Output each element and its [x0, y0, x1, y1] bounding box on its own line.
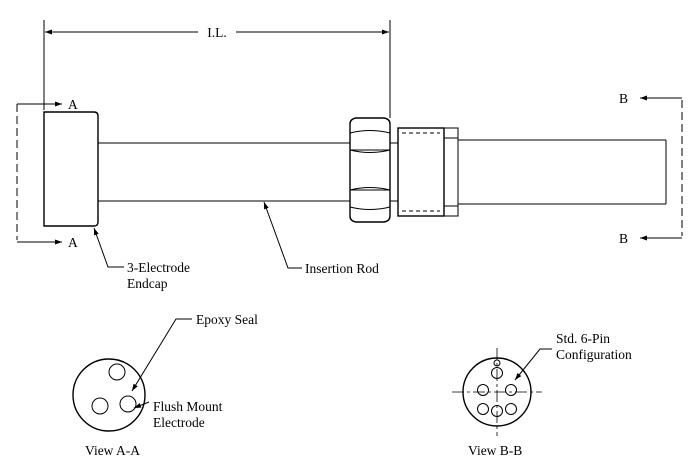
- flush-mount-label-line1: Flush Mount: [153, 399, 223, 414]
- section-b-markers: B B: [619, 91, 683, 246]
- hex-nut: [349, 117, 391, 223]
- sensor-side-view: [43, 111, 667, 227]
- section-b-top-label: B: [619, 91, 628, 106]
- electrode-top: [108, 363, 126, 381]
- view-a-label: View A-A: [85, 443, 140, 458]
- key-pin: [493, 359, 501, 367]
- section-a-bottom-label: A: [68, 235, 78, 250]
- section-a-top-label: A: [68, 97, 78, 112]
- electrode-right: [119, 395, 137, 413]
- pin-2: [477, 384, 489, 396]
- endcap-callout: 3-Electrode Endcap: [93, 227, 190, 291]
- view-a-a: Epoxy Seal Flush Mount Electrode View A-…: [72, 312, 258, 458]
- epoxy-seal-leader: [131, 318, 192, 392]
- section-b-bottom-label: B: [619, 231, 628, 246]
- pin-config-label-line2: Configuration: [556, 347, 632, 362]
- view-b-label: View B-B: [468, 443, 522, 458]
- insertion-rod-label: Insertion Rod: [305, 261, 379, 276]
- endcap-label-line1: 3-Electrode: [127, 260, 190, 275]
- epoxy-seal-label: Epoxy Seal: [196, 312, 258, 327]
- pin-4: [477, 403, 489, 415]
- endcap-label-line2: Endcap: [127, 276, 168, 291]
- insertion-rod-callout: Insertion Rod: [263, 201, 379, 276]
- pin-6: [491, 405, 503, 417]
- pin-config-leader: [514, 348, 552, 381]
- pin-config-label-line1: Std. 6-Pin: [556, 331, 610, 346]
- section-a-markers: A A: [16, 97, 78, 250]
- insertion-length-label: I.L.: [207, 25, 227, 40]
- flush-mount-label-line2: Electrode: [153, 415, 205, 430]
- connector-body: [397, 127, 459, 217]
- endcap-face: [72, 358, 146, 432]
- electrode-left: [91, 397, 109, 415]
- pin-3: [505, 384, 517, 396]
- insertion-length-dimension: I.L.: [43, 20, 391, 118]
- view-b-b: Std. 6-Pin Configuration View B-B: [452, 331, 632, 458]
- pin-5: [505, 403, 517, 415]
- flush-mount-leader: [133, 401, 150, 409]
- endcap-body: [43, 111, 99, 227]
- pin-1: [491, 367, 503, 379]
